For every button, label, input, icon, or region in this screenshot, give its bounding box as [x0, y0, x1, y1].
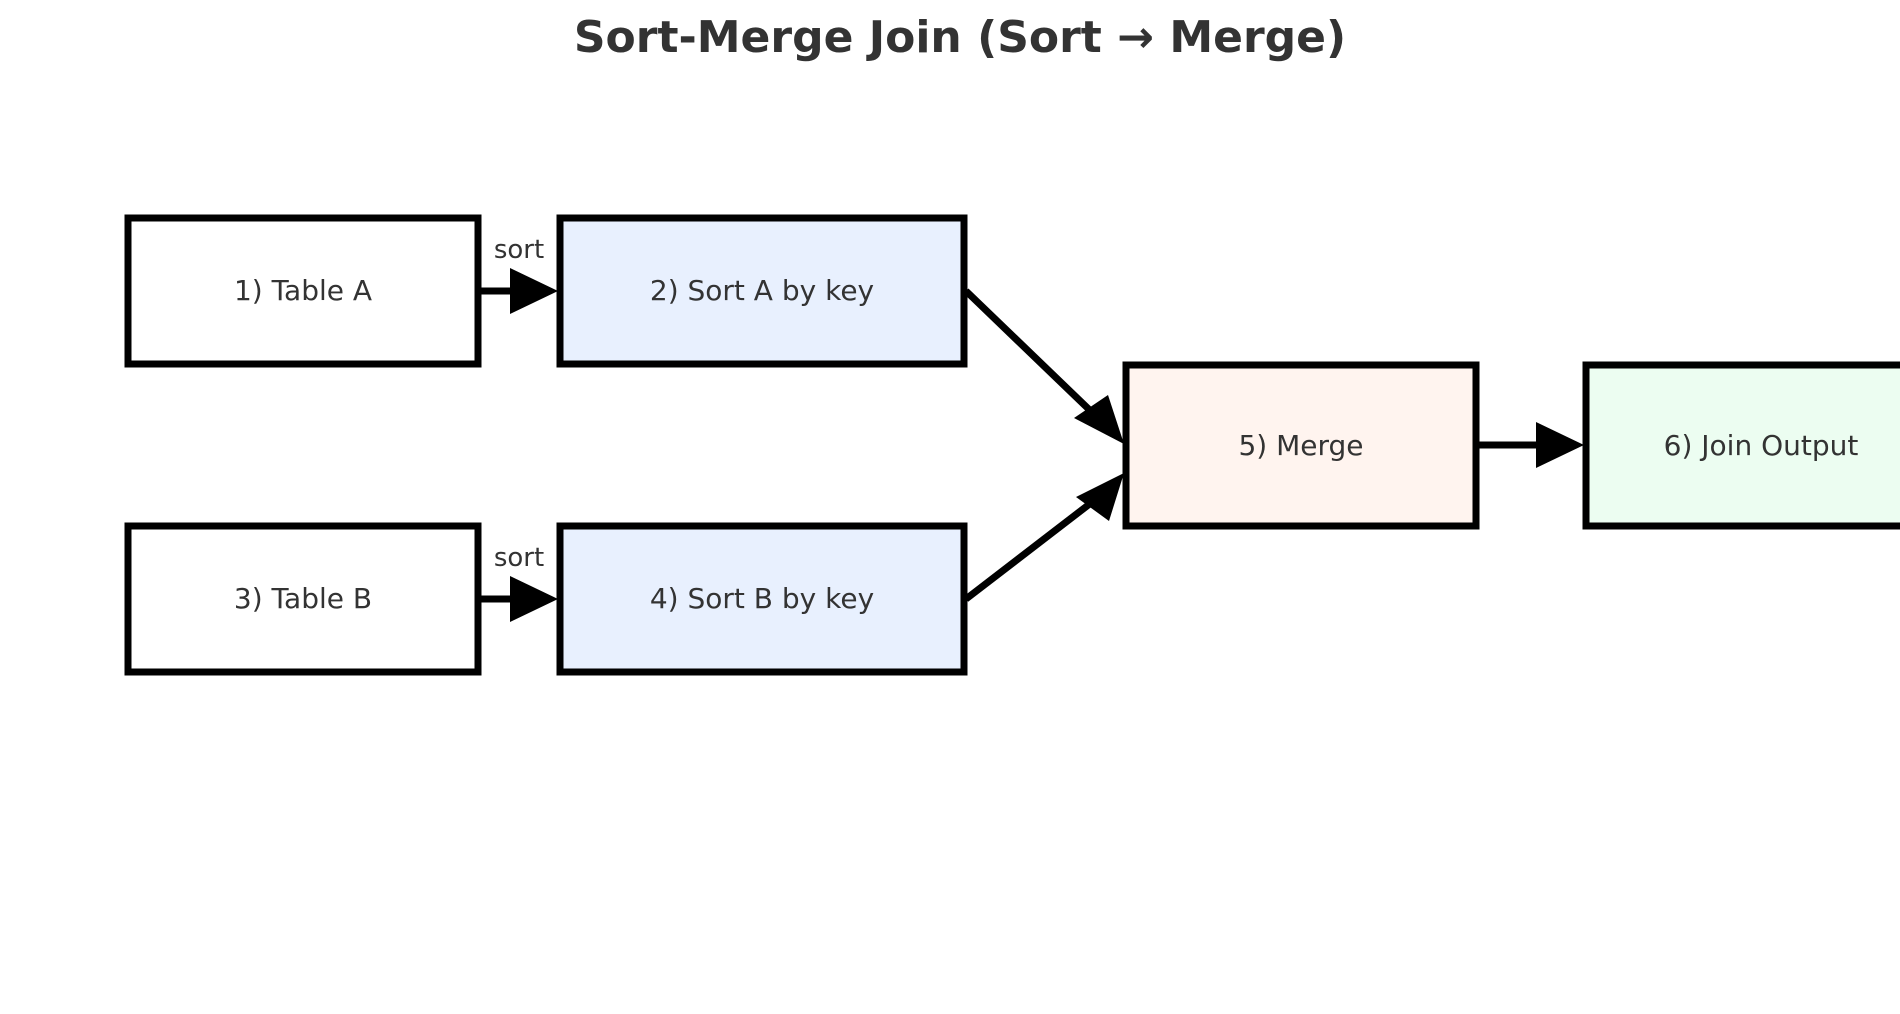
node-join-output-box — [1582, 361, 1900, 530]
node-sort-a-box — [556, 214, 968, 368]
edge-label-sort-a: sort — [494, 235, 544, 265]
node-label-table-b: 3) Table B — [234, 582, 372, 615]
edge-sort-a-to-merge — [963, 288, 1124, 444]
node-join-output: 6) Join Output — [1582, 361, 1900, 530]
node-table-b-box — [124, 522, 482, 676]
node-label-sort-b: 4) Sort B by key — [650, 582, 874, 615]
node-sort-b: 4) Sort B by key — [556, 522, 968, 676]
node-table-a: 1) Table A — [124, 214, 482, 368]
node-label-table-a: 1) Table A — [234, 274, 372, 307]
edge-label-sort-b: sort — [494, 543, 544, 573]
node-merge-box — [1122, 361, 1480, 530]
edge-sort-b-to-merge — [963, 473, 1124, 602]
node-sort-b-box — [556, 522, 968, 676]
edge-table-a-to-sort-a: sort — [480, 235, 558, 314]
node-label-sort-a: 2) Sort A by key — [650, 274, 874, 307]
edge-table-b-to-sort-b: sort — [480, 543, 558, 622]
node-table-b: 3) Table B — [124, 522, 482, 676]
diagram-title: Sort-Merge Join (Sort → Merge) — [574, 12, 1346, 63]
node-label-join-output: 6) Join Output — [1664, 429, 1859, 462]
edge-merge-to-join-output — [1478, 422, 1584, 468]
node-merge: 5) Merge — [1122, 361, 1480, 530]
node-sort-a: 2) Sort A by key — [556, 214, 968, 368]
node-label-merge: 5) Merge — [1238, 429, 1363, 462]
node-table-a-box — [124, 214, 482, 368]
